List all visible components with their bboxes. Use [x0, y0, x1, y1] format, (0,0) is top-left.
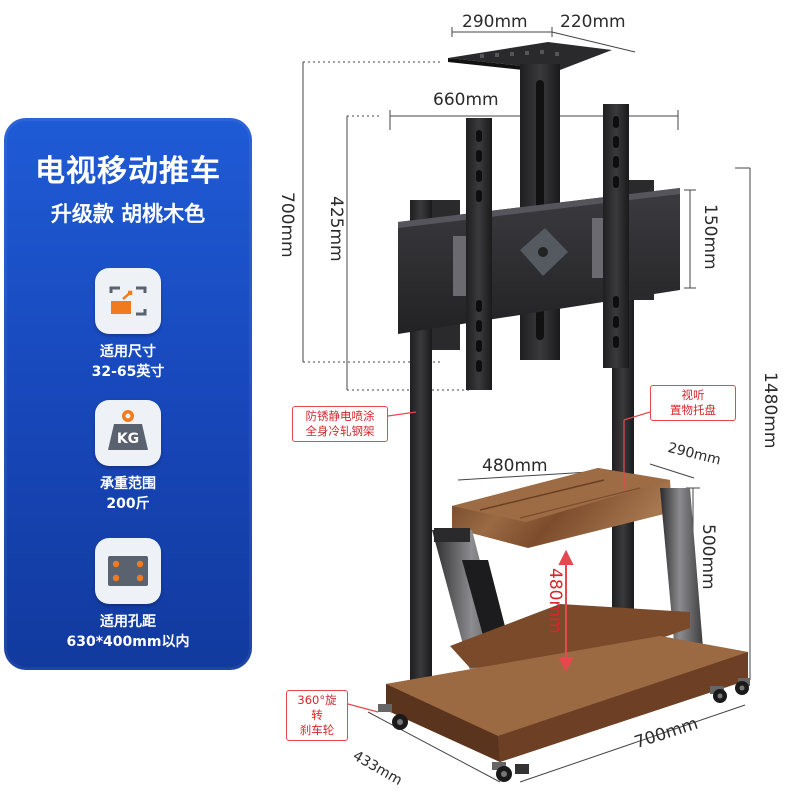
callout-line: 全身冷轧钢架	[305, 424, 375, 438]
dimension-lines	[302, 27, 751, 783]
feature-label: 适用孔距	[100, 614, 156, 630]
feature-hole-spacing: 适用孔距 630*400mm以内	[4, 538, 252, 652]
feature-value: 200斤	[106, 496, 150, 512]
feature-label: 承重范围	[100, 476, 156, 492]
feature-load: KG 承重范围 200斤	[4, 400, 252, 514]
caster-wheels	[378, 678, 750, 782]
gap-arrow	[558, 549, 574, 673]
feature-value: 32-65英寸	[91, 364, 165, 380]
feature-label: 适用尺寸	[100, 344, 156, 360]
callout-line: 刹车轮	[299, 723, 335, 737]
dim-top-tray-depth: 220mm	[560, 12, 626, 32]
callout-steel-frame: 防锈静电喷涂 全身冷轧钢架	[292, 406, 388, 442]
spec-card: 电视移动推车 升级款 胡桃木色 适用尺寸 32-65英寸 KG 承重范围 2	[4, 118, 252, 670]
dim-shelf-width: 480mm	[482, 456, 548, 476]
weight-kg-icon: KG	[95, 400, 161, 466]
dim-total-height: 1480mm	[760, 372, 780, 449]
callout-wheels: 360°旋转 刹车轮	[286, 690, 348, 741]
feature-value: 630*400mm以内	[66, 634, 190, 650]
screen-size-icon	[95, 268, 161, 334]
weight-icon-text: KG	[117, 431, 139, 447]
dim-plate-height: 150mm	[700, 204, 720, 270]
callout-av-tray: 视听 置物托盘	[650, 385, 736, 421]
card-title: 电视移动推车	[35, 154, 221, 189]
dim-bracket-height: 425mm	[326, 196, 346, 262]
callout-line: 360°旋转	[297, 693, 337, 722]
top-tray	[448, 42, 612, 70]
dim-top-tray-width: 290mm	[462, 12, 528, 32]
callout-line: 置物托盘	[670, 403, 716, 417]
callout-line: 视听	[681, 388, 705, 402]
dim-column-height: 500mm	[698, 524, 718, 590]
hole-spacing-icon	[95, 538, 161, 604]
callout-line: 防锈静电喷涂	[305, 409, 375, 423]
front-leg-right	[660, 488, 704, 664]
dim-bracket-width: 660mm	[433, 90, 499, 110]
dim-shelf-gap: 480mm	[545, 568, 565, 634]
dim-adjust-height: 700mm	[277, 192, 297, 258]
feature-screen-size: 适用尺寸 32-65英寸	[4, 268, 252, 382]
card-subtitle: 升级款 胡桃木色	[50, 202, 206, 226]
